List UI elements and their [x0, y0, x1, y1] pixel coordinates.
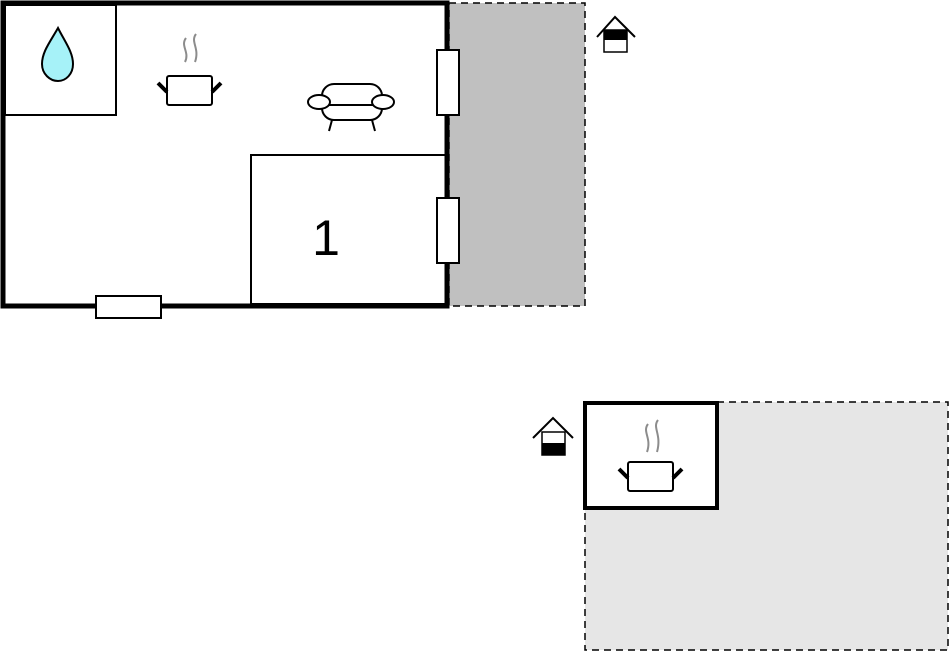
entrance-house-icon — [532, 416, 574, 456]
cooking-pot-icon — [617, 419, 684, 492]
sofa-icon — [307, 83, 395, 132]
bedroom-label: 1 — [312, 210, 340, 266]
cooking-pot-icon — [156, 33, 223, 106]
entrance-house-icon — [596, 15, 636, 53]
window — [95, 295, 162, 319]
terrace — [448, 2, 586, 307]
window — [436, 49, 460, 116]
annex-kitchen — [583, 401, 719, 510]
water-drop-icon — [40, 25, 75, 83]
bathroom — [4, 4, 117, 116]
window — [436, 197, 460, 264]
